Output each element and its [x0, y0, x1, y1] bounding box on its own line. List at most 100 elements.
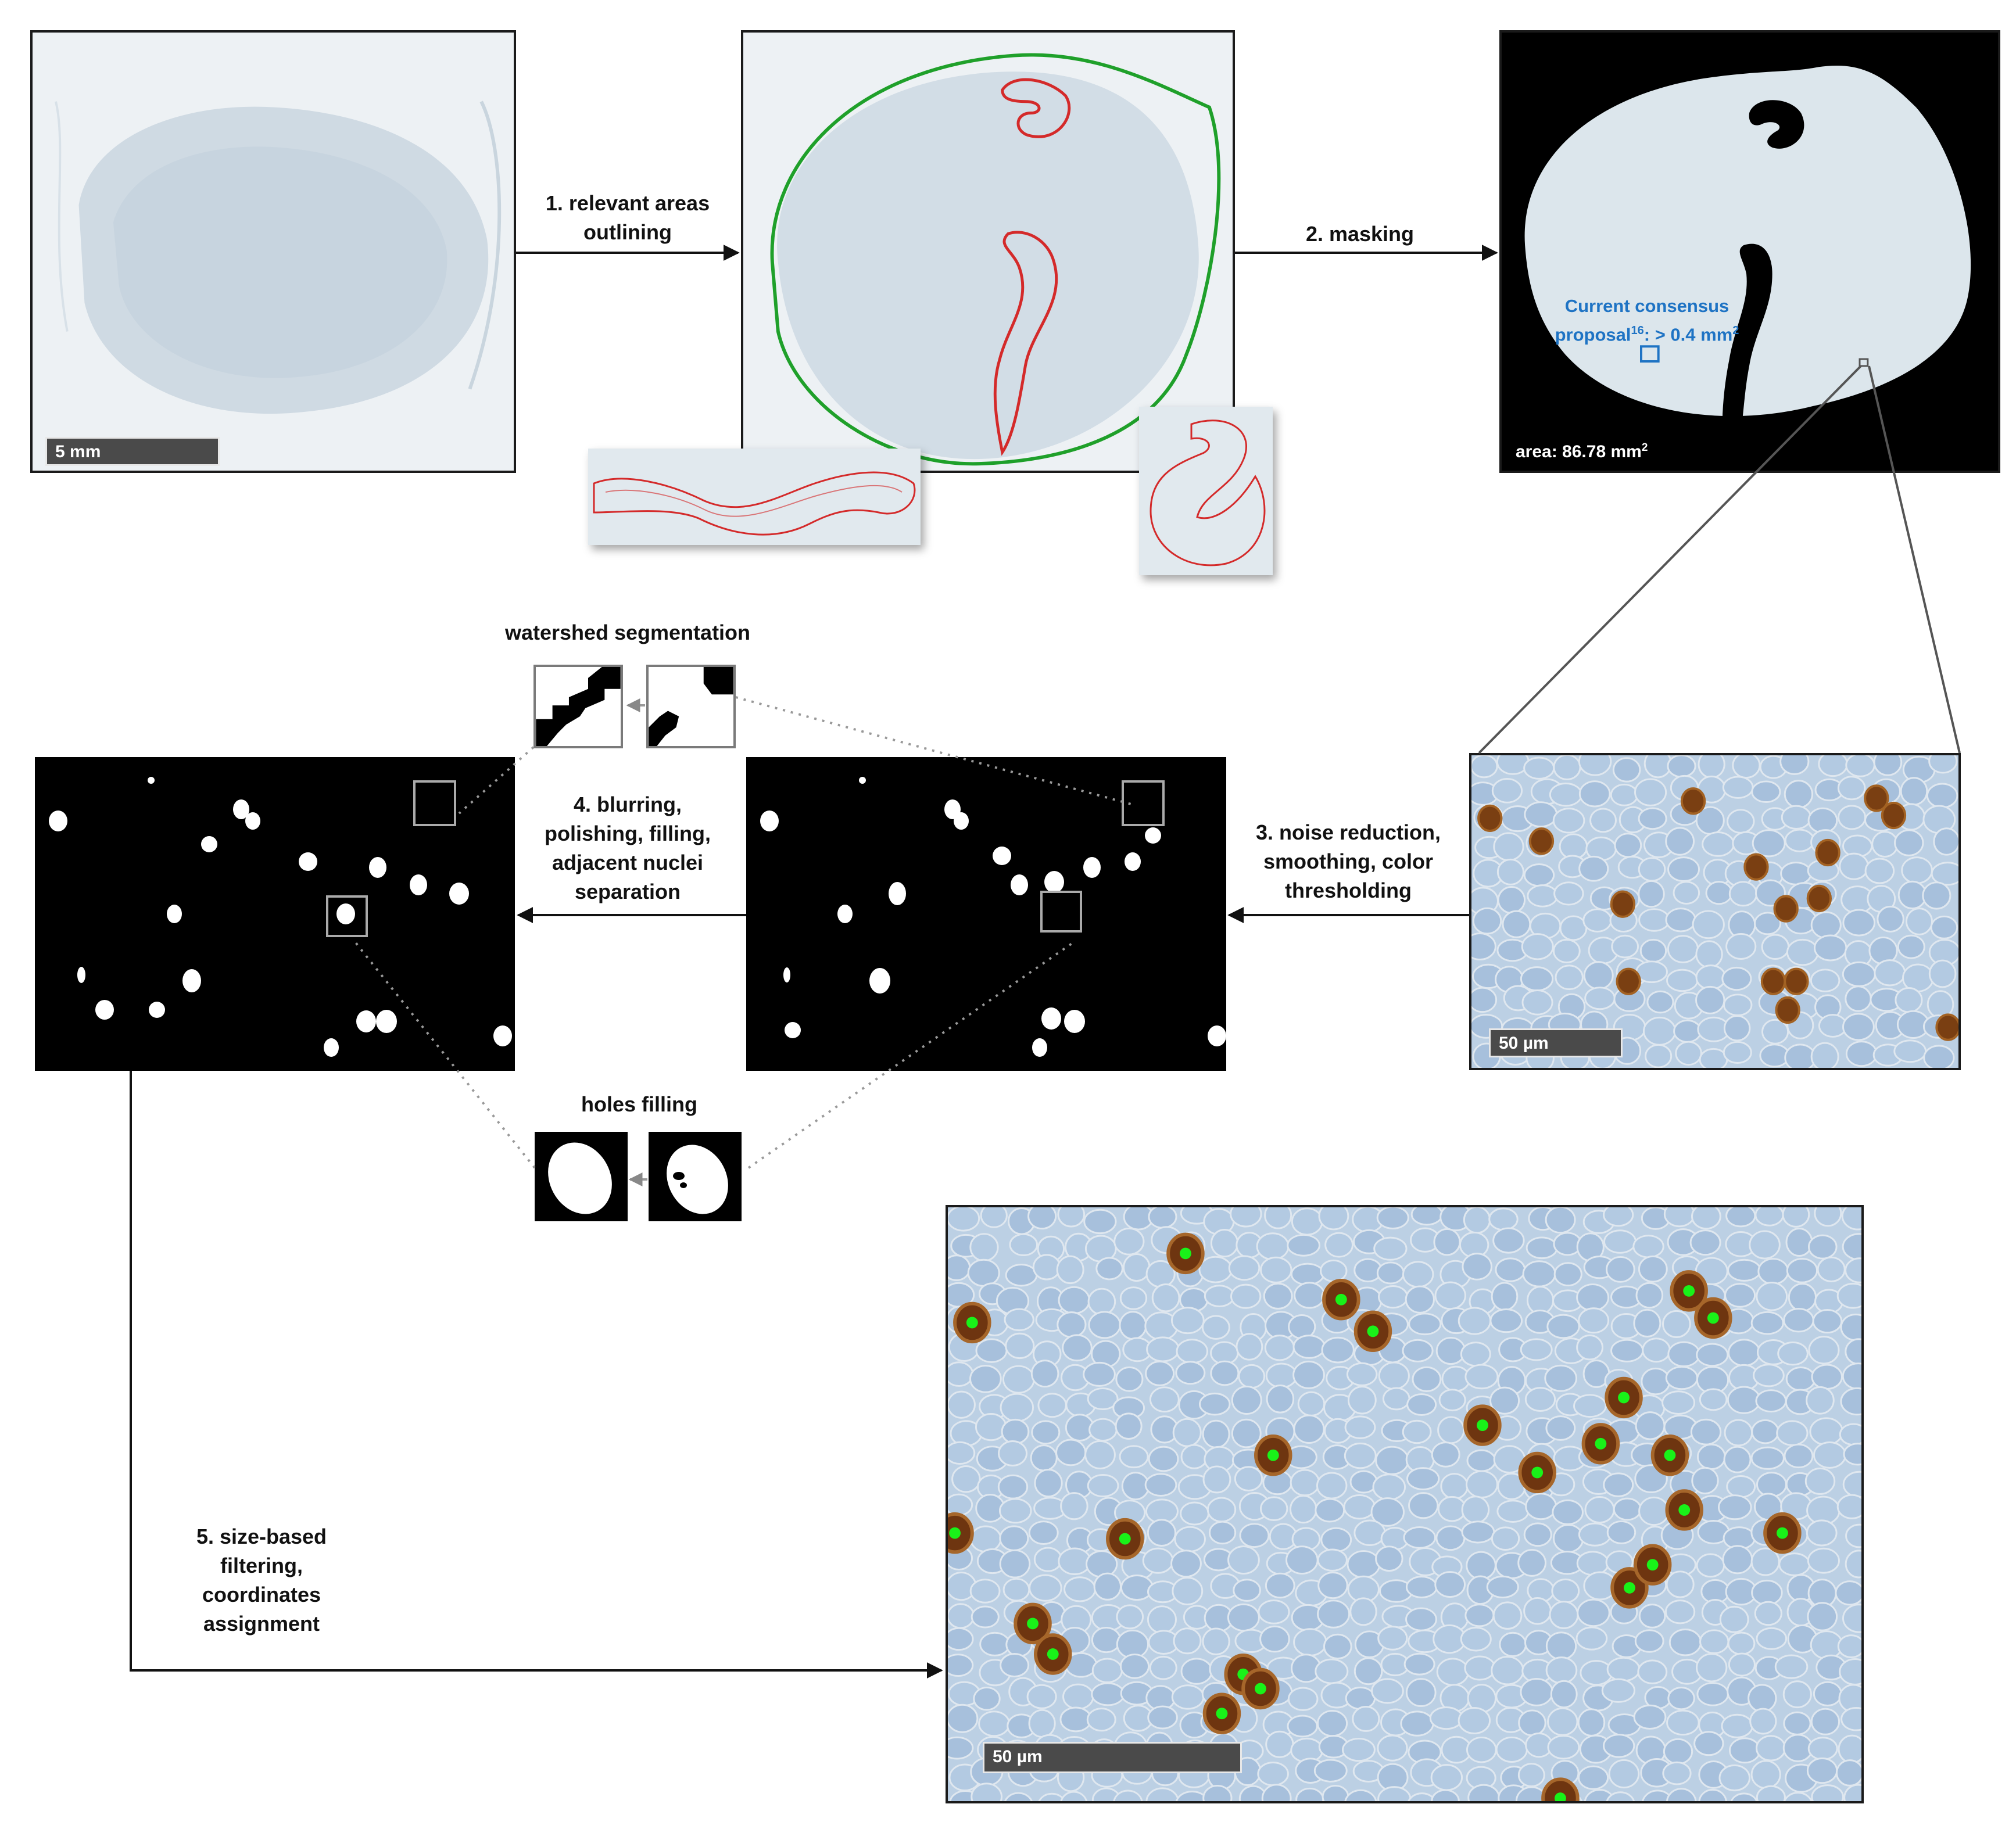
binary-nucleus — [493, 1025, 512, 1046]
tumor-cell — [1026, 1684, 1057, 1709]
stained-nucleus — [1616, 967, 1641, 995]
step5-label: 5. size-based filtering, coordinates ass… — [196, 1525, 327, 1636]
tumor-cell — [1842, 1604, 1861, 1633]
tumor-cell — [1642, 1337, 1671, 1363]
tumor-cell — [1553, 881, 1584, 906]
tumor-cell — [1375, 1446, 1409, 1475]
tumor-cell — [1230, 1207, 1262, 1228]
tumor-cell — [1546, 1314, 1580, 1339]
tumor-cell — [1576, 1334, 1603, 1361]
tumor-cell — [975, 1413, 1007, 1441]
tumor-cell — [1635, 960, 1668, 984]
tumor-cell — [1578, 1522, 1612, 1547]
tumor-cell — [1290, 1469, 1320, 1497]
tumor-cell — [1589, 808, 1617, 833]
tumor-cell — [1748, 1684, 1777, 1713]
tumor-cell — [1002, 1365, 1035, 1394]
tumor-cell — [1836, 1494, 1861, 1519]
tumor-cell — [1873, 755, 1903, 776]
red-outline-top — [1001, 78, 1071, 138]
tumor-cell — [1526, 1236, 1558, 1260]
slide-scale-bar: 5 mm — [45, 437, 220, 466]
tumor-cell — [1087, 1387, 1119, 1411]
tumor-cell — [1208, 1520, 1237, 1545]
tumor-cell — [1756, 1282, 1788, 1311]
tumor-cell — [1606, 1791, 1635, 1801]
tumor-cell — [1544, 1364, 1578, 1392]
tumor-cell — [1497, 886, 1526, 914]
tumor-cell — [1060, 1791, 1088, 1801]
tumor-cell — [1287, 1687, 1319, 1711]
binary-nucleus — [356, 1010, 376, 1032]
tumor-cell — [1668, 1629, 1702, 1656]
tumor-cell — [975, 1338, 1008, 1363]
binary-nucleus — [49, 811, 67, 831]
tumor-cell — [1673, 1019, 1702, 1043]
tumor-cell — [1342, 1737, 1376, 1762]
tumor-cell — [1638, 1255, 1668, 1283]
tumor-cell — [1603, 1207, 1634, 1227]
tumor-cell — [1431, 1441, 1460, 1468]
tumor-cell — [1403, 1652, 1435, 1676]
binary-nucleus — [324, 1038, 339, 1057]
tumor-cell — [1641, 1367, 1671, 1396]
tumor-cell — [1732, 755, 1761, 779]
tumor-cell — [1261, 1784, 1292, 1801]
detection-marker — [1707, 1312, 1719, 1324]
tumor-cell — [1202, 1419, 1230, 1448]
tumor-cell — [1756, 1785, 1786, 1801]
tumor-cell — [1782, 1680, 1812, 1709]
tumor-cell — [1239, 1523, 1270, 1548]
tumor-cell — [1060, 1492, 1088, 1520]
tumor-cell — [1633, 1308, 1662, 1338]
detection-marker — [1255, 1683, 1266, 1695]
tumor-cell — [1551, 1578, 1580, 1604]
tumor-cell — [1518, 1709, 1546, 1737]
tumor-cell — [1638, 1604, 1666, 1629]
tumor-cell — [1603, 1229, 1637, 1254]
tumor-cell — [1353, 1657, 1383, 1685]
tumor-cell — [1440, 1473, 1469, 1500]
tumor-cell — [1083, 1361, 1116, 1387]
tumor-cell — [1063, 1576, 1096, 1602]
tumor-cell — [1757, 1258, 1789, 1285]
tumor-cell — [1317, 1710, 1348, 1737]
tumor-cell — [1180, 1501, 1209, 1526]
tumor-cell — [1524, 1387, 1556, 1412]
tumor-cell — [1673, 881, 1700, 905]
tumor-cell — [1210, 1360, 1240, 1386]
tumor-cell — [1730, 1792, 1758, 1801]
tumor-cell — [1667, 935, 1699, 963]
tumor-cell — [1172, 1418, 1202, 1447]
tumor-cell — [1843, 1784, 1861, 1801]
tumor-cell — [1930, 915, 1958, 939]
tumor-cell — [1521, 933, 1554, 960]
tumor-cell — [1405, 1607, 1437, 1631]
binary-nucleus — [95, 1000, 114, 1020]
tumor-cell — [1806, 1519, 1838, 1547]
tumor-cell — [1438, 1389, 1466, 1412]
tumor-cell — [1696, 1553, 1725, 1578]
tumor-cell — [1897, 934, 1925, 959]
tumor-cell — [948, 1627, 974, 1651]
tumor-cell — [1524, 801, 1558, 828]
tumor-cell — [1289, 1494, 1317, 1524]
tumor-cell — [1724, 1283, 1756, 1308]
tumor-cell — [1493, 832, 1524, 862]
tumor-cell — [1840, 1313, 1861, 1342]
tumor-cell — [1696, 1343, 1729, 1367]
tumor-cell — [1435, 1336, 1466, 1365]
tumor-cell — [1037, 1393, 1067, 1418]
binary-nucleus — [201, 836, 217, 852]
tumor-cell — [1323, 1633, 1352, 1660]
tumor-cell — [1845, 985, 1872, 1012]
tumor-cell — [1807, 807, 1838, 834]
tumor-cell — [1120, 1574, 1154, 1601]
tumor-cell — [1291, 1207, 1323, 1236]
tumor-cell — [1265, 1730, 1294, 1758]
consensus-unit-sup: 2 — [1732, 324, 1739, 337]
tumor-cell — [1113, 1789, 1143, 1801]
tumor-cell — [1839, 1658, 1861, 1685]
tumor-cell — [971, 1783, 1003, 1801]
tumor-cell — [948, 1207, 980, 1232]
